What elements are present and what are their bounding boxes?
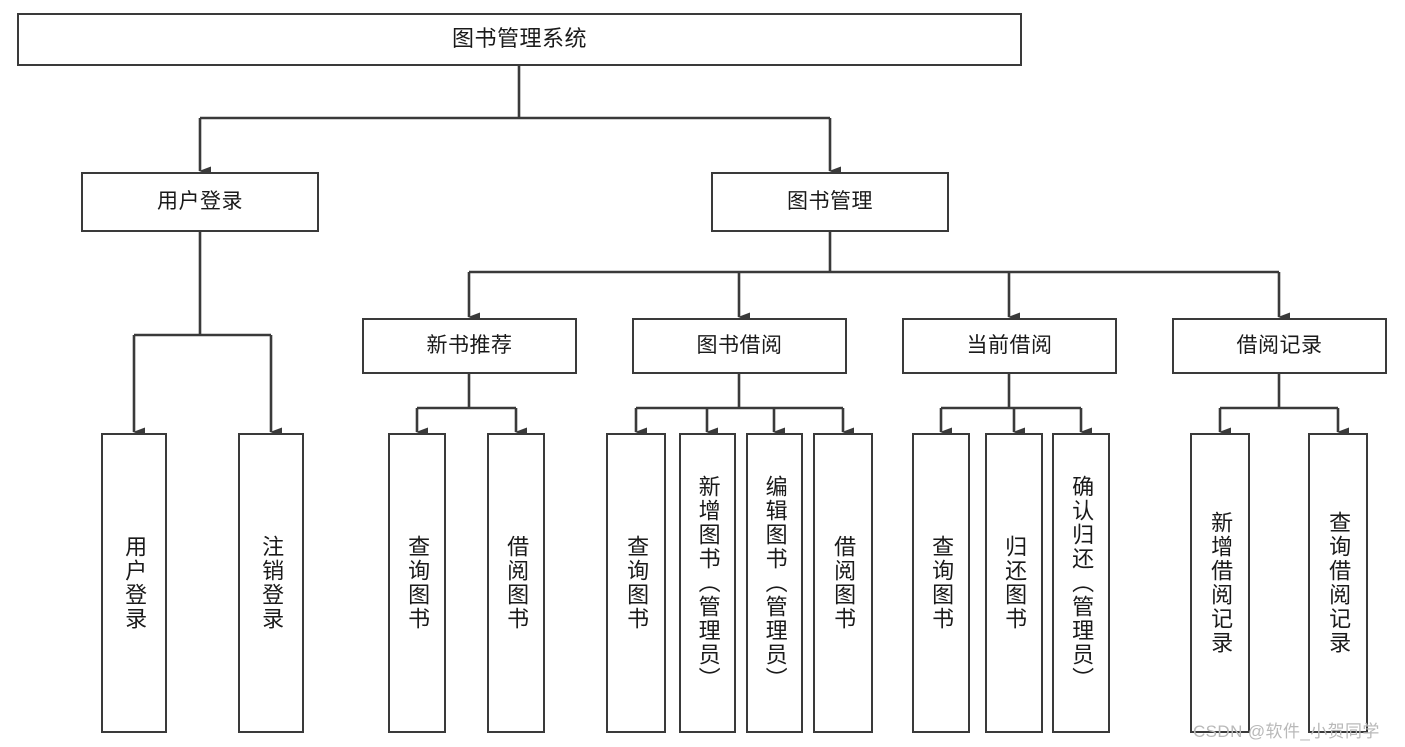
leaf-query-borrow-record[interactable]: 查询借阅记录: [1308, 433, 1368, 733]
csdn-watermark: CSDN @软件_小贺同学: [1193, 722, 1380, 741]
node-label: 借阅图书: [831, 535, 857, 631]
node-label: 新书推荐: [426, 334, 513, 358]
leaf-query-book-recommend[interactable]: 查询图书: [388, 433, 446, 733]
node-label: 借阅图书: [504, 535, 530, 631]
node-label: 新增借阅记录: [1208, 511, 1234, 655]
leaf-logout[interactable]: 注销登录: [238, 433, 304, 733]
node-book-borrow[interactable]: 图书借阅: [632, 318, 847, 374]
leaf-borrow-book-recommend[interactable]: 借阅图书: [487, 433, 545, 733]
node-root-system[interactable]: 图书管理系统: [17, 13, 1022, 66]
node-label: 图书借阅: [696, 334, 783, 358]
leaf-add-book-admin[interactable]: 新增图书（管理员）: [679, 433, 736, 733]
node-book-management[interactable]: 图书管理: [711, 172, 949, 232]
node-new-book-recommend[interactable]: 新书推荐: [362, 318, 577, 374]
node-label: 用户登录: [122, 535, 148, 631]
leaf-add-borrow-record[interactable]: 新增借阅记录: [1190, 433, 1250, 733]
leaf-confirm-return-admin[interactable]: 确认归还（管理员）: [1052, 433, 1110, 733]
node-label: 编辑图书（管理员）: [762, 475, 788, 691]
node-label: 归还图书: [1002, 535, 1028, 631]
node-current-borrow[interactable]: 当前借阅: [902, 318, 1117, 374]
leaf-edit-book-admin[interactable]: 编辑图书（管理员）: [746, 433, 803, 733]
node-label: 当前借阅: [966, 334, 1053, 358]
node-user-login[interactable]: 用户登录: [81, 172, 319, 232]
node-label: 确认归还（管理员）: [1069, 475, 1095, 691]
node-label: 新增图书（管理员）: [695, 475, 721, 691]
node-label: 查询图书: [929, 535, 955, 631]
node-label: 查询图书: [405, 535, 431, 631]
node-label: 查询借阅记录: [1326, 511, 1352, 655]
leaf-borrow-book[interactable]: 借阅图书: [813, 433, 873, 733]
node-label: 用户登录: [157, 190, 243, 214]
leaf-query-book-borrow[interactable]: 查询图书: [606, 433, 666, 733]
leaf-query-book-current[interactable]: 查询图书: [912, 433, 970, 733]
node-label: 图书管理: [787, 190, 873, 214]
node-label: 图书管理系统: [451, 26, 587, 52]
node-borrow-record[interactable]: 借阅记录: [1172, 318, 1387, 374]
node-label: 注销登录: [259, 535, 285, 631]
node-label: 查询图书: [624, 535, 650, 631]
leaf-return-book[interactable]: 归还图书: [985, 433, 1043, 733]
node-label: 借阅记录: [1236, 334, 1323, 358]
leaf-user-login[interactable]: 用户登录: [101, 433, 167, 733]
